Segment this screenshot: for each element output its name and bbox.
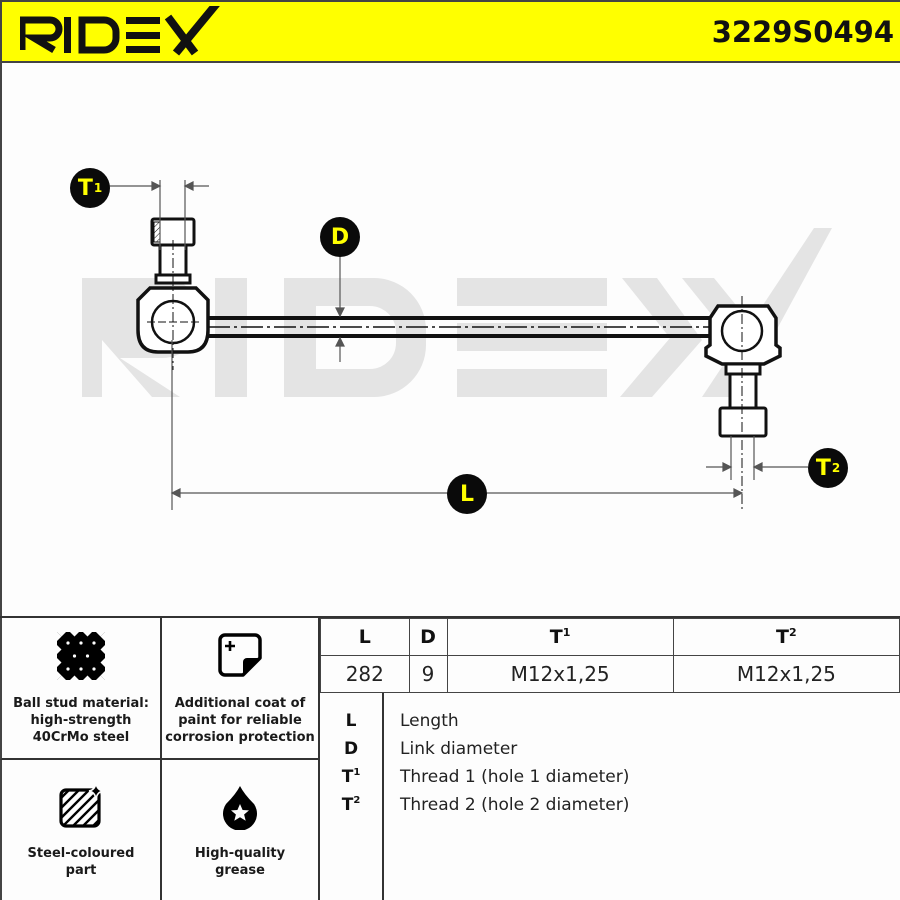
spec-value-row: 282 9 M12x1,25 M12x1,25 xyxy=(320,655,900,693)
legend-key: T1 xyxy=(341,767,361,787)
feature-ball-stud-material: Ball stud material: high-strength 40CrMo… xyxy=(0,618,162,760)
spec-value-t1: M12x1,25 xyxy=(446,655,674,693)
dimension-lines xyxy=(108,180,808,510)
feature-label-line: High-quality xyxy=(194,846,286,861)
feature-label-line: corrosion protection xyxy=(165,730,315,745)
legend-divider xyxy=(382,693,384,900)
spec-header-t1: T1 xyxy=(446,618,674,656)
feature-label-line: paint for reliable xyxy=(178,713,302,728)
dimension-legend: L Length D Link diameter T1 Thread 1 (ho… xyxy=(320,693,900,900)
feature-label-line: part xyxy=(65,863,97,878)
spec-value-l: 282 xyxy=(320,655,410,693)
spec-header-row: L D T1 T2 xyxy=(320,618,900,656)
spec-value-t2: M12x1,25 xyxy=(672,655,900,693)
feature-label-line: Ball stud material: xyxy=(13,696,149,711)
steel-grid-icon xyxy=(55,630,107,682)
feature-steel-coloured: Steel-coloured part xyxy=(0,760,162,900)
spec-header-d: D xyxy=(408,618,448,656)
spec-table: L D T1 T2 282 9 M12x1,25 M12x1,25 xyxy=(320,618,900,693)
ridex-logo: RIDEX xyxy=(20,6,220,56)
feature-label-line: high-strength xyxy=(30,713,132,728)
stabilizer-link-drawing xyxy=(82,180,832,510)
legend-key: D xyxy=(343,739,359,759)
link-rod xyxy=(142,316,772,338)
feature-label-line: grease xyxy=(215,863,265,878)
paint-coat-icon xyxy=(218,633,262,677)
legend-key: T2 xyxy=(341,795,361,815)
header-bar: RIDEX 3229S0494 xyxy=(0,0,900,63)
feature-grease: High-quality grease xyxy=(162,760,320,900)
d-dimension-badge: D xyxy=(320,217,360,257)
legend-row: D Link diameter xyxy=(320,739,900,767)
right-ball-joint xyxy=(704,296,782,510)
legend-desc: Length xyxy=(400,711,459,731)
spec-value-d: 9 xyxy=(408,655,448,693)
feature-label-line: Additional coat of xyxy=(174,696,306,711)
part-number: 3229S0494 xyxy=(711,15,894,49)
feature-label-line: Steel-coloured xyxy=(27,846,135,861)
l-dimension-badge: L xyxy=(447,474,487,514)
legend-desc: Thread 2 (hole 2 diameter) xyxy=(400,795,630,815)
spec-header-l: L xyxy=(320,618,410,656)
feature-paint-coat: Additional coat of paint for reliable co… xyxy=(162,618,320,760)
legend-key: L xyxy=(345,711,357,731)
legend-row: T2 Thread 2 (hole 2 diameter) xyxy=(320,795,900,823)
legend-desc: Thread 1 (hole 1 diameter) xyxy=(400,767,630,787)
feature-label-line: 40CrMo steel xyxy=(32,730,130,745)
legend-desc: Link diameter xyxy=(400,739,518,759)
left-ball-joint xyxy=(136,217,210,370)
legend-row: L Length xyxy=(320,711,900,739)
grease-drop-icon xyxy=(223,786,257,830)
legend-row: T1 Thread 1 (hole 1 diameter) xyxy=(320,767,900,795)
specifications-section: Ball stud material: high-strength 40CrMo… xyxy=(0,616,900,900)
steel-coloured-icon xyxy=(59,782,104,828)
spec-header-t2: T2 xyxy=(672,618,900,656)
